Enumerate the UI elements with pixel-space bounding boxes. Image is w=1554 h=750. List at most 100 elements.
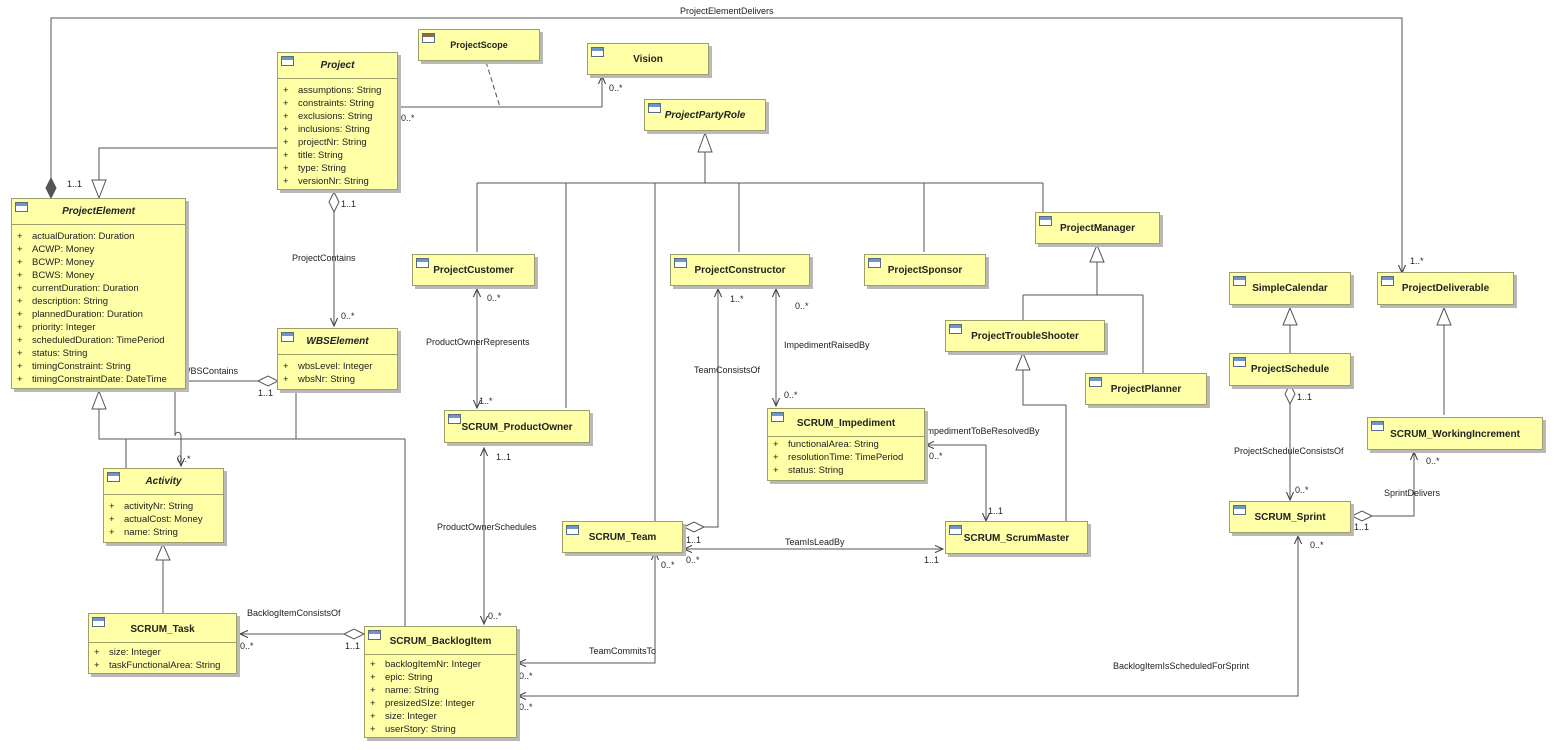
class-attribute: constraints: String — [278, 97, 397, 110]
class-name: SCRUM_Task — [130, 624, 195, 635]
class-attribute: size: Integer — [89, 646, 236, 659]
attribute-list: functionalArea: StringresolutionTime: Ti… — [768, 438, 924, 477]
class-icon — [1039, 216, 1052, 226]
class-icon — [949, 324, 962, 334]
generalization-arrow — [1015, 351, 1031, 371]
class-project-trouble-shooter[interactable]: ProjectTroubleShooter — [945, 320, 1105, 352]
attribute-list: assumptions: Stringconstraints: Stringex… — [278, 84, 397, 188]
mult: 0..* — [686, 555, 700, 565]
class-name: ProjectElement — [62, 206, 135, 217]
class-attribute: timingConstraint: String — [12, 360, 185, 373]
class-name: WBSElement — [306, 336, 369, 347]
class-attribute: presizedSIze: Integer — [365, 697, 516, 710]
class-attribute: BCWS: Money — [12, 269, 185, 282]
class-attribute: epic: String — [365, 671, 516, 684]
class-attribute: actualCost: Money — [104, 513, 223, 526]
label-project-element-delivers: ProjectElementDelivers — [680, 6, 774, 16]
class-scrum-team[interactable]: SCRUM_Team — [562, 521, 683, 553]
class-attribute: functionalArea: String — [768, 438, 924, 451]
class-project-customer[interactable]: ProjectCustomer — [412, 254, 535, 286]
divider — [278, 354, 397, 355]
mult: 1..* — [479, 396, 493, 406]
mult: 0..* — [929, 451, 943, 461]
attribute-list: size: IntegertaskFunctionalArea: String — [89, 646, 236, 672]
class-project-planner[interactable]: ProjectPlanner — [1085, 373, 1207, 405]
class-name: ProjectManager — [1059, 223, 1136, 234]
class-scrum-task[interactable]: SCRUM_Task size: IntegertaskFunctionalAr… — [88, 613, 237, 674]
class-project-schedule[interactable]: ProjectSchedule — [1229, 353, 1351, 386]
class-vision[interactable]: Vision — [587, 43, 709, 75]
aggregation-diamond — [342, 628, 366, 640]
class-simple-calendar[interactable]: SimpleCalendar — [1229, 272, 1351, 305]
class-attribute: title: String — [278, 149, 397, 162]
generalization-scrum-master-line — [1022, 370, 1067, 521]
generalization-arrow — [91, 179, 107, 200]
class-project-sponsor[interactable]: ProjectSponsor — [864, 254, 986, 286]
mult: 0..* — [519, 702, 533, 712]
class-scrum-sprint[interactable]: SCRUM_Sprint — [1229, 501, 1351, 533]
class-project-scope[interactable]: ProjectScope — [418, 29, 540, 61]
class-project[interactable]: Project assumptions: Stringconstraints: … — [277, 52, 398, 190]
mult: 1..1 — [345, 641, 360, 651]
class-name: Project — [320, 60, 355, 71]
label-team-commits-to: TeamCommitsTo — [589, 646, 656, 656]
generalization-arrow — [1282, 306, 1298, 326]
class-name: Vision — [633, 54, 663, 65]
class-attribute: BCWP: Money — [12, 256, 185, 269]
class-icon — [1089, 377, 1102, 387]
mult: 1..1 — [341, 199, 356, 209]
class-scrum-working-increment[interactable]: SCRUM_WorkingIncrement — [1367, 417, 1543, 450]
class-icon — [1381, 276, 1394, 286]
class-scrum-scrum-master[interactable]: SCRUM_ScrumMaster — [945, 521, 1088, 554]
label-product-owner-represents: ProductOwnerRepresents — [426, 337, 530, 347]
aggregation-diamond — [1350, 510, 1374, 522]
class-project-constructor[interactable]: ProjectConstructor — [670, 254, 810, 286]
assoc-impediment-resolved-by-end — [926, 445, 987, 521]
class-scrum-impediment[interactable]: SCRUM_Impediment functionalArea: Stringr… — [767, 408, 925, 481]
class-icon — [674, 258, 687, 268]
class-icon — [591, 47, 604, 57]
assoc-team-commits-to-end — [518, 552, 656, 663]
class-scrum-backlog-item[interactable]: SCRUM_BacklogItem backlogItemNr: Integer… — [364, 626, 517, 738]
mult: 0..* — [488, 611, 502, 621]
class-attribute: type: String — [278, 162, 397, 175]
class-name: ProjectDeliverable — [1401, 283, 1490, 294]
assoc-team-consists-of-line — [704, 289, 718, 528]
class-attribute: actualDuration: Duration — [12, 230, 185, 243]
class-project-deliverable[interactable]: ProjectDeliverable — [1377, 272, 1514, 305]
composition-diamond — [45, 176, 57, 200]
class-attribute: timingConstraintDate: DateTime — [12, 373, 185, 386]
mult: 0..* — [784, 390, 798, 400]
class-attribute: currentDuration: Duration — [12, 282, 185, 295]
class-scrum-product-owner[interactable]: SCRUM_ProductOwner — [444, 410, 590, 443]
class-icon — [771, 412, 784, 422]
class-name: SimpleCalendar — [1252, 283, 1328, 294]
class-activity[interactable]: Activity activityNr: StringactualCost: M… — [103, 468, 224, 543]
class-name: ProjectPartyRole — [664, 110, 746, 121]
class-attribute: ACWP: Money — [12, 243, 185, 256]
label-project-schedule-consists-of: ProjectScheduleConsistsOf — [1234, 446, 1344, 456]
class-name: ProjectPlanner — [1110, 384, 1182, 395]
class-project-element[interactable]: ProjectElement actualDuration: DurationA… — [11, 198, 186, 389]
mult: 1..1 — [924, 555, 939, 565]
label-team-consists-of: TeamConsistsOf — [694, 365, 761, 375]
mult: 0..* — [177, 454, 191, 464]
mult: 0..* — [1295, 485, 1309, 495]
assoc-project-element-delivers-line — [50, 17, 1402, 273]
generalization-arrow — [155, 542, 171, 561]
assoc-backlog-scheduled-sprint-line — [518, 536, 1298, 697]
class-icon — [422, 33, 435, 43]
mult: 1..* — [730, 294, 744, 304]
class-attribute: status: String — [768, 464, 924, 477]
aggregation-diamond — [328, 190, 340, 214]
class-attribute: name: String — [104, 526, 223, 539]
class-attribute: taskFunctionalArea: String — [89, 659, 236, 672]
class-icon — [868, 258, 881, 268]
class-wbs-element[interactable]: WBSElement wbsLevel: IntegerwbsNr: Strin… — [277, 328, 398, 390]
mult: 1..1 — [258, 388, 273, 398]
class-project-party-role[interactable]: ProjectPartyRole — [644, 99, 766, 131]
label-impediment-raised-by: ImpedimentRaisedBy — [784, 340, 870, 350]
class-icon — [281, 56, 294, 66]
class-project-manager[interactable]: ProjectManager — [1035, 212, 1160, 244]
